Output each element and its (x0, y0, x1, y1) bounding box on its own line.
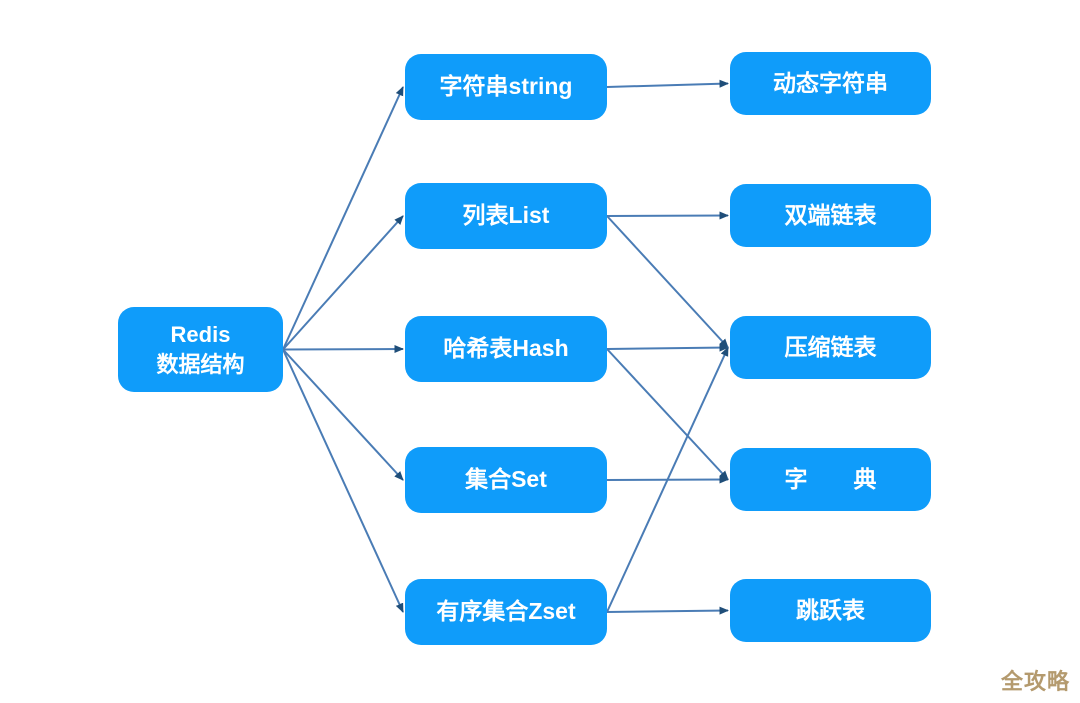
node-hash-label-line-0: 哈希表Hash (443, 335, 569, 362)
node-dlist-label-line-0: 双端链表 (784, 201, 877, 228)
node-skiplist-label-line-0: 跳跃表 (796, 596, 865, 623)
node-ziplist-label-line-0: 压缩链表 (784, 333, 877, 360)
edge-redis-string (282, 86, 404, 350)
node-dlist[interactable]: 双端链表 (730, 184, 931, 247)
node-ziplist[interactable]: 压缩链表 (730, 316, 931, 379)
node-sds[interactable]: 动态字符串 (730, 52, 931, 115)
node-zset-label-line-0: 有序集合Zset (436, 598, 576, 625)
watermark: 全攻略 (1000, 669, 1070, 694)
edge-zset-skiplist (606, 606, 729, 615)
edge-list-ziplist (606, 215, 729, 349)
edge-redis-list (282, 215, 404, 351)
node-redis[interactable]: Redis 数据结构 (118, 307, 283, 392)
edge-string-sds (606, 79, 729, 88)
node-set-label-line-0: 集合Set (465, 466, 547, 493)
node-dict-label-line-0: 字 典 (784, 465, 877, 492)
node-hash[interactable]: 哈希表Hash (405, 316, 607, 382)
node-string-label-line-0: 字符串string (439, 73, 573, 100)
edge-zset-ziplist (606, 346, 729, 613)
node-list[interactable]: 列表List (405, 183, 607, 249)
node-dict[interactable]: 字 典 (730, 448, 931, 511)
edge-redis-hash (282, 345, 404, 354)
node-skiplist[interactable]: 跳跃表 (730, 579, 931, 642)
node-sds-label-line-0: 动态字符串 (773, 69, 888, 96)
edge-redis-zset (282, 349, 404, 613)
node-list-label-line-0: 列表List (462, 202, 550, 229)
edge-list-dlist (606, 211, 729, 220)
node-set[interactable]: 集合Set (405, 447, 607, 513)
node-zset[interactable]: 有序集合Zset (405, 579, 607, 645)
edge-redis-set (282, 348, 404, 481)
node-redis-label-line-1: 数据结构 (156, 351, 245, 377)
edge-hash-dict (606, 348, 729, 481)
node-redis-label-line-0: Redis (170, 321, 231, 347)
node-string[interactable]: 字符串string (405, 54, 607, 120)
edge-hash-ziplist (606, 343, 729, 352)
